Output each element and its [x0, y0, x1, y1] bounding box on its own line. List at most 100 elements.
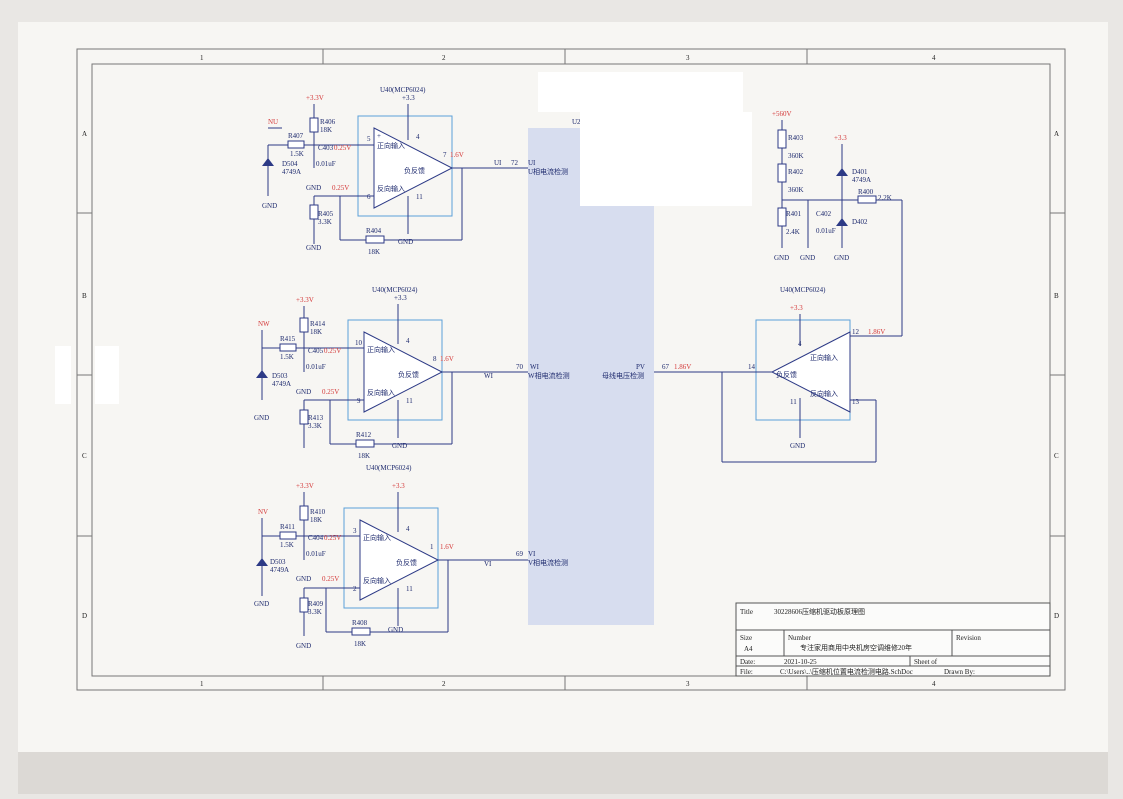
pin-vcc-u: 4: [416, 133, 420, 141]
title-label: Title: [740, 608, 753, 616]
pin-pos-v: 3: [353, 527, 357, 535]
col-label-1: 1: [200, 54, 204, 62]
pin-gnd-bus: 11: [790, 398, 797, 406]
bus-cap: C402: [816, 210, 832, 218]
channel-w: U40(MCP6024) +3.3 正向输入 反向输入 负反馈 10 9 8 4…: [254, 286, 570, 460]
bus-cpu-pin: 67: [662, 363, 670, 371]
title-value: 30228606压缩机驱动板原理图: [774, 607, 865, 616]
resistor-r404: [365, 235, 385, 244]
diode-val-v: 4749A: [270, 566, 289, 574]
resistor-r405: [309, 204, 319, 220]
neg-in-w: 反向输入: [367, 388, 395, 397]
neg-in-u: 反向输入: [377, 184, 405, 193]
gnd-v2: GND: [296, 575, 311, 583]
resistor-r402: [777, 163, 787, 183]
opamp-box-u: [357, 115, 453, 217]
date-value: 2021-10-25: [784, 658, 817, 666]
bus-vcc: +3.3: [834, 134, 847, 142]
pin-pos-u: 5: [367, 135, 371, 143]
cap-w: C405: [308, 347, 324, 355]
plus-mark-u: +: [377, 132, 381, 140]
gnd-v1: GND: [254, 600, 269, 608]
pin-out-u: 7: [443, 151, 447, 159]
r-pull-val-v: 18K: [310, 516, 322, 524]
bus-voltage-section: +560V R403 360K R402 360K R401 2.4K C402…: [602, 110, 903, 463]
bias-v: 0.25V: [324, 534, 341, 542]
diode-w: D503: [272, 372, 288, 380]
pin-gnd-w: 11: [406, 397, 413, 405]
cpu-sig-v: VI: [528, 550, 536, 558]
inner-frame: [91, 63, 1051, 677]
resistor-r414: [299, 317, 309, 333]
resistor-r409: [299, 597, 309, 613]
cpu-pin-v: 69: [516, 550, 524, 558]
pos-in-bus: 正向输入: [810, 353, 838, 362]
feedback-u: 负反馈: [404, 166, 425, 175]
revision-label: Revision: [956, 634, 981, 642]
opamp-w: [363, 331, 444, 413]
cap-u: C403: [318, 144, 334, 152]
opamp-bus: [770, 331, 851, 413]
opamp-part-v: U40(MCP6024): [366, 464, 412, 472]
row-label-b: B: [82, 292, 87, 300]
v33-u: +3.3V: [306, 94, 324, 102]
opamp-box-w: [347, 319, 443, 421]
redacted-patch: [95, 346, 119, 404]
pin-pos-bus: 12: [852, 328, 860, 336]
gnd-u3: GND: [398, 238, 413, 246]
v33-w: +3.3V: [296, 296, 314, 304]
redacted-patch: [580, 112, 752, 206]
bias-w2: 0.25V: [322, 388, 339, 396]
col-label-4-bottom: 4: [932, 680, 936, 688]
pin-pos-w: 10: [355, 339, 363, 347]
pin-vcc-v: 4: [406, 525, 410, 533]
gnd-b2: GND: [800, 254, 815, 262]
r-fb-w: R412: [356, 431, 372, 439]
net-w: NW: [258, 320, 270, 328]
bias-u2: 0.25V: [332, 184, 349, 192]
bus-d1: D401: [852, 168, 868, 176]
gnd-u1: GND: [262, 202, 277, 210]
r-gnd-w: R413: [308, 414, 324, 422]
r-fb-val-v: 18K: [354, 640, 366, 648]
neg-in-bus: 反向输入: [810, 389, 838, 398]
resistor-r401: [777, 207, 787, 227]
pos-in-u: 正向输入: [377, 141, 405, 150]
row-label-d: D: [82, 612, 87, 620]
r-pull-w: R414: [310, 320, 326, 328]
opamp-part-bus: U40(MCP6024): [780, 286, 826, 294]
opamp-part-w: U40(MCP6024): [372, 286, 418, 294]
size-label: Size: [740, 634, 752, 642]
bus-r4: R400: [858, 188, 874, 196]
r-fb-v: R408: [352, 619, 368, 627]
col-label-1-bottom: 1: [200, 680, 204, 688]
col-label-4: 4: [932, 54, 936, 62]
bus-cpu-sig: PV: [636, 363, 645, 371]
bus-d2: D402: [852, 218, 868, 226]
file-label: File:: [740, 668, 753, 676]
pin-out-w: 8: [433, 355, 437, 363]
bus-d1-val: 4749A: [852, 176, 871, 184]
col-label-3: 3: [686, 54, 690, 62]
gnd-w1: GND: [254, 414, 269, 422]
channel-v: U40(MCP6024) +3.3 正向输入 反向输入 负反馈 3 2 1 4 …: [254, 464, 568, 650]
pos-in-v: 正向输入: [363, 533, 391, 542]
pin-gnd-u: 11: [416, 193, 423, 201]
cpu-sig-u: UI: [528, 159, 536, 167]
gnd-w3: GND: [392, 442, 407, 450]
r-pull-val-w: 18K: [310, 328, 322, 336]
r-gnd-val-u: 3.3K: [318, 218, 332, 226]
pin-gnd-v: 11: [406, 585, 413, 593]
bus-desc: 母线电压检测: [602, 371, 644, 380]
r-gnd-u: R405: [318, 210, 334, 218]
gnd-b3: GND: [834, 254, 849, 262]
pin-out-bus: 14: [748, 363, 756, 371]
diode-val-w: 4749A: [272, 380, 291, 388]
gnd-u2: GND: [306, 184, 321, 192]
resistor-r400: [857, 195, 877, 204]
out-volt-v: 1.6V: [440, 543, 454, 551]
bus-v-in: 1.86V: [868, 328, 885, 336]
resistor-r403: [777, 129, 787, 149]
diode-val-u: 4749A: [282, 168, 301, 176]
